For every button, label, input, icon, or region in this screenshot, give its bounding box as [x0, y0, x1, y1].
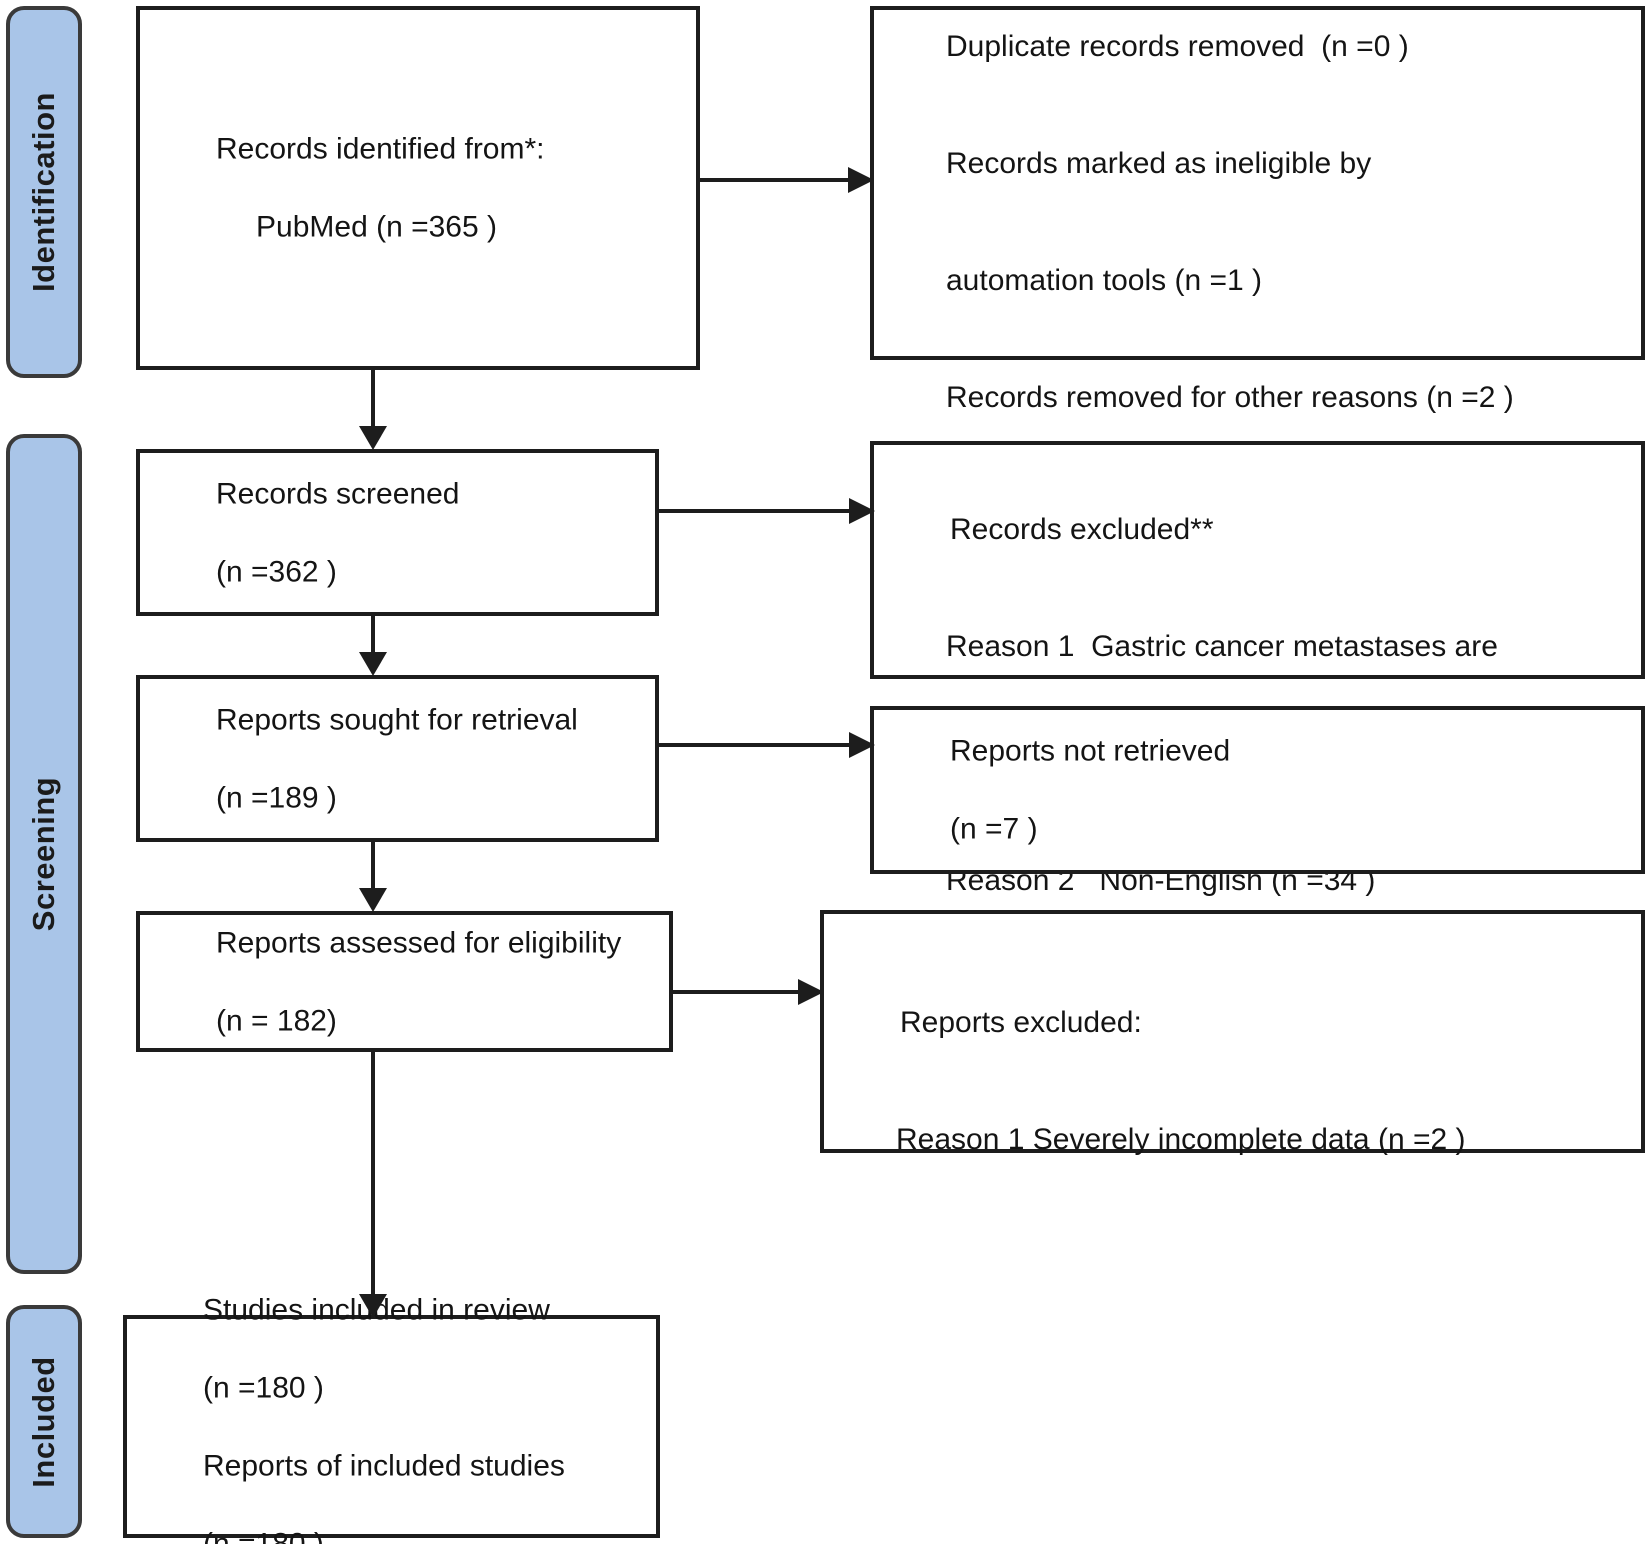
connector-identified-to-removed	[698, 165, 878, 195]
records-screened-line2: (n =362 )	[216, 555, 337, 588]
box-records-identified-text: Records identified from*: PubMed (n =365…	[166, 91, 682, 286]
reports-assessed-line2: (n = 182)	[216, 1004, 337, 1037]
reports-sought-line1: Reports sought for retrieval	[216, 703, 578, 736]
box-reports-assessed-for-eligibility: Reports assessed for eligibility (n = 18…	[136, 911, 673, 1052]
phase-bar-included: Included	[6, 1305, 82, 1538]
studies-included-line4: (n =180 )	[203, 1527, 324, 1544]
phase-label-included: Included	[26, 1355, 61, 1488]
removed-line3: automation tools (n =1 )	[946, 264, 1263, 297]
connector-assessed-to-reports-excluded	[673, 977, 828, 1007]
box-reports-excluded-text: Reports excluded: Reason 1 Severely inco…	[850, 964, 1627, 1237]
studies-included-line3: Reports of included studies	[203, 1449, 565, 1482]
records-excluded-heading: Records excluded**	[950, 513, 1214, 546]
reports-not-retrieved-line1: Reports not retrieved	[950, 734, 1231, 768]
box-studies-included-in-review: Studies included in review (n =180 ) Rep…	[123, 1293, 660, 1544]
removed-line1: Duplicate records removed (n =0 )	[946, 30, 1409, 63]
connector-sought-to-not-retrieved	[659, 730, 879, 760]
reports-not-retrieved-line2: (n =7 )	[950, 812, 1038, 846]
connector-screened-to-sought	[355, 616, 391, 678]
records-excluded-line1: Reason 1 Gastric cancer metastases are	[946, 630, 1498, 663]
box-records-removed-text: Records removed before screening: Duplic…	[900, 0, 1627, 495]
records-screened-line1: Records screened	[216, 477, 460, 510]
box-reports-assessed-text: Reports assessed for eligibility (n = 18…	[166, 884, 655, 1079]
connector-screened-to-excluded	[659, 496, 879, 526]
connector-sought-to-assessed	[355, 842, 391, 914]
connector-assessed-to-included	[355, 1052, 391, 1320]
connector-identified-to-screened	[355, 370, 391, 452]
reports-excluded-heading: Reports excluded:	[900, 1006, 1142, 1039]
removed-line4: Records removed for other reasons (n =2 …	[946, 381, 1514, 414]
studies-included-line2: (n =180 )	[203, 1371, 324, 1404]
box-reports-sought-text: Reports sought for retrieval (n =189 )	[166, 661, 641, 856]
box-reports-excluded: Reports excluded: Reason 1 Severely inco…	[820, 910, 1645, 1156]
phase-label-identification: Identification	[26, 92, 61, 292]
reports-sought-line2: (n =189 )	[216, 781, 337, 814]
phase-bar-identification: Identification	[6, 6, 82, 378]
box-reports-sought-for-retrieval: Reports sought for retrieval (n =189 )	[136, 675, 659, 842]
box-records-removed-before-screening: Records removed before screening: Duplic…	[870, 6, 1645, 414]
phase-bar-screening: Screening	[6, 434, 82, 1274]
removed-line2: Records marked as ineligible by	[946, 147, 1372, 180]
reports-excluded-line1: Reason 1 Severely incomplete data (n =2 …	[896, 1123, 1466, 1156]
box-records-identified: Records identified from*: PubMed (n =365…	[136, 6, 700, 370]
box-reports-not-retrieved: Reports not retrieved (n =7 )	[870, 706, 1645, 874]
box-records-screened-text: Records screened (n =362 )	[166, 435, 641, 630]
reports-assessed-line1: Reports assessed for eligibility	[216, 926, 622, 959]
box-studies-included-text: Studies included in review (n =180 ) Rep…	[153, 1251, 642, 1544]
box-records-screened: Records screened (n =362 )	[136, 449, 659, 616]
box-reports-not-retrieved-text: Reports not retrieved (n =7 )	[900, 693, 1627, 888]
records-identified-line2: PubMed (n =365 )	[256, 210, 497, 244]
box-records-excluded: Records excluded** Reason 1 Gastric canc…	[870, 441, 1645, 897]
phase-label-screening: Screening	[26, 776, 61, 932]
records-identified-line1: Records identified from*:	[216, 132, 545, 166]
